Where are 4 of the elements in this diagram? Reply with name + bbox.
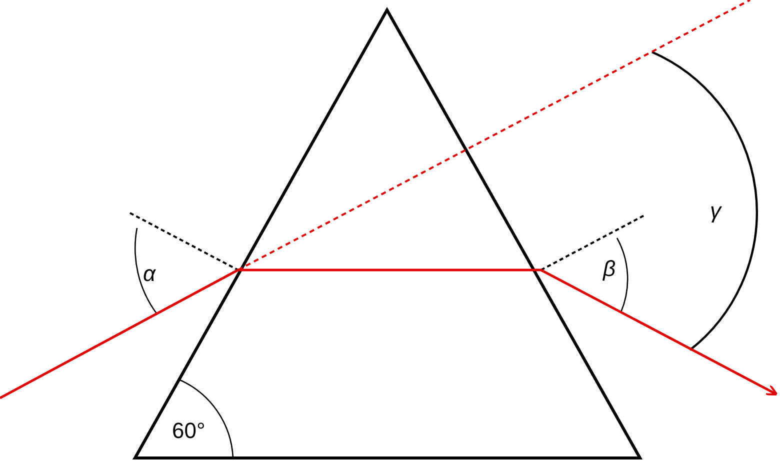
angle-label: α [143, 263, 156, 285]
angle-label: 60° [172, 420, 206, 442]
angle-label: β [603, 258, 616, 280]
angle-label: γ [710, 200, 721, 222]
